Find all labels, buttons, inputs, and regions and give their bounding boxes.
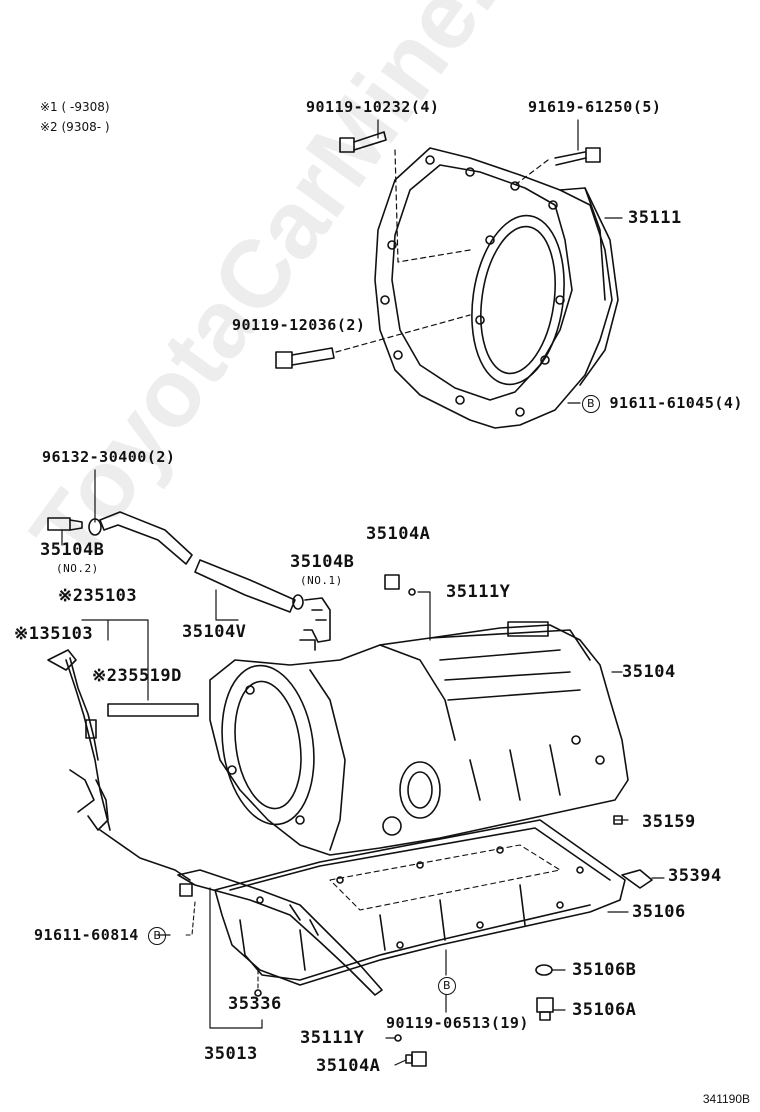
label-drain-plug: 35106A	[572, 1000, 637, 1020]
breather-no2	[47, 517, 83, 531]
label-plate	[107, 703, 199, 717]
label-case: 35104	[622, 662, 676, 682]
breather-hose	[99, 511, 296, 621]
callout-b-2: B	[148, 926, 167, 945]
callout-b-3-wrap: B	[438, 976, 456, 995]
bolt-mid	[275, 347, 335, 369]
label-oring: 35336	[228, 994, 282, 1014]
label-gasket-top: 35111Y	[446, 582, 511, 602]
gasket-bottom	[394, 1034, 402, 1042]
label-gasket-bottom: 35111Y	[300, 1028, 365, 1048]
dipstick	[47, 649, 191, 881]
label-housing: 35111	[628, 208, 682, 228]
gasket-top	[408, 588, 416, 596]
figure-id: 341190B	[702, 1092, 750, 1106]
label-plug-bottom: 35104A	[316, 1056, 381, 1076]
label-bolt-mid: 90119-12036(2)	[232, 316, 366, 334]
label-plug-side: 35159	[642, 812, 696, 832]
label-magnet: 35394	[668, 866, 722, 886]
gasket-pan	[535, 964, 553, 976]
breather-no1	[299, 597, 331, 651]
label-bolt-bottom-text: 91611-61045(4)	[609, 394, 743, 412]
oil-pan	[214, 819, 626, 986]
drain-plug	[536, 997, 554, 1021]
label-pan-bolt-text: 91611-60814	[34, 926, 139, 944]
label-bolt-top-right: 91619-61250(5)	[528, 98, 662, 116]
plug-top	[384, 574, 400, 590]
label-label-2: ※235519D	[92, 666, 182, 686]
label-pan-screw: 90119-06513(19)	[386, 1014, 529, 1032]
label-breather-no1-sub: (NO.1)	[300, 574, 343, 587]
label-clip: 96132-30400(2)	[42, 448, 176, 466]
callout-b-1: B	[582, 394, 600, 413]
label-gasket-pan: 35106B	[572, 960, 637, 980]
filler-tube	[177, 869, 383, 996]
label-bolt-bottom: B 91611-61045(4)	[582, 394, 743, 413]
label-dipstick-2: ※235103	[58, 586, 138, 606]
label-breather-no2: 35104B	[40, 540, 105, 560]
label-hose: 35104V	[182, 622, 247, 642]
bolt-top-left	[339, 131, 387, 153]
label-pan-bolt: 91611-60814 B	[34, 926, 167, 945]
note-1: ※1 ( -9308)	[40, 100, 110, 114]
callout-b-3: B	[438, 976, 456, 995]
label-breather-no2-sub: (NO.2)	[56, 562, 99, 575]
clip	[88, 518, 102, 536]
transmission-case	[209, 621, 629, 856]
label-bolt-top-left: 90119-10232(4)	[306, 98, 440, 116]
note-2: ※2 (9308- )	[40, 120, 110, 134]
label-plug-top: 35104A	[366, 524, 431, 544]
label-dipstick-1: ※135103	[14, 624, 94, 644]
magnet	[621, 869, 653, 889]
bolt-top-right	[554, 147, 601, 166]
label-breather-no1: 35104B	[290, 552, 355, 572]
label-tube: 35013	[204, 1044, 258, 1064]
plug-bottom	[405, 1051, 427, 1067]
label-pan: 35106	[632, 902, 686, 922]
bell-housing	[374, 147, 619, 429]
